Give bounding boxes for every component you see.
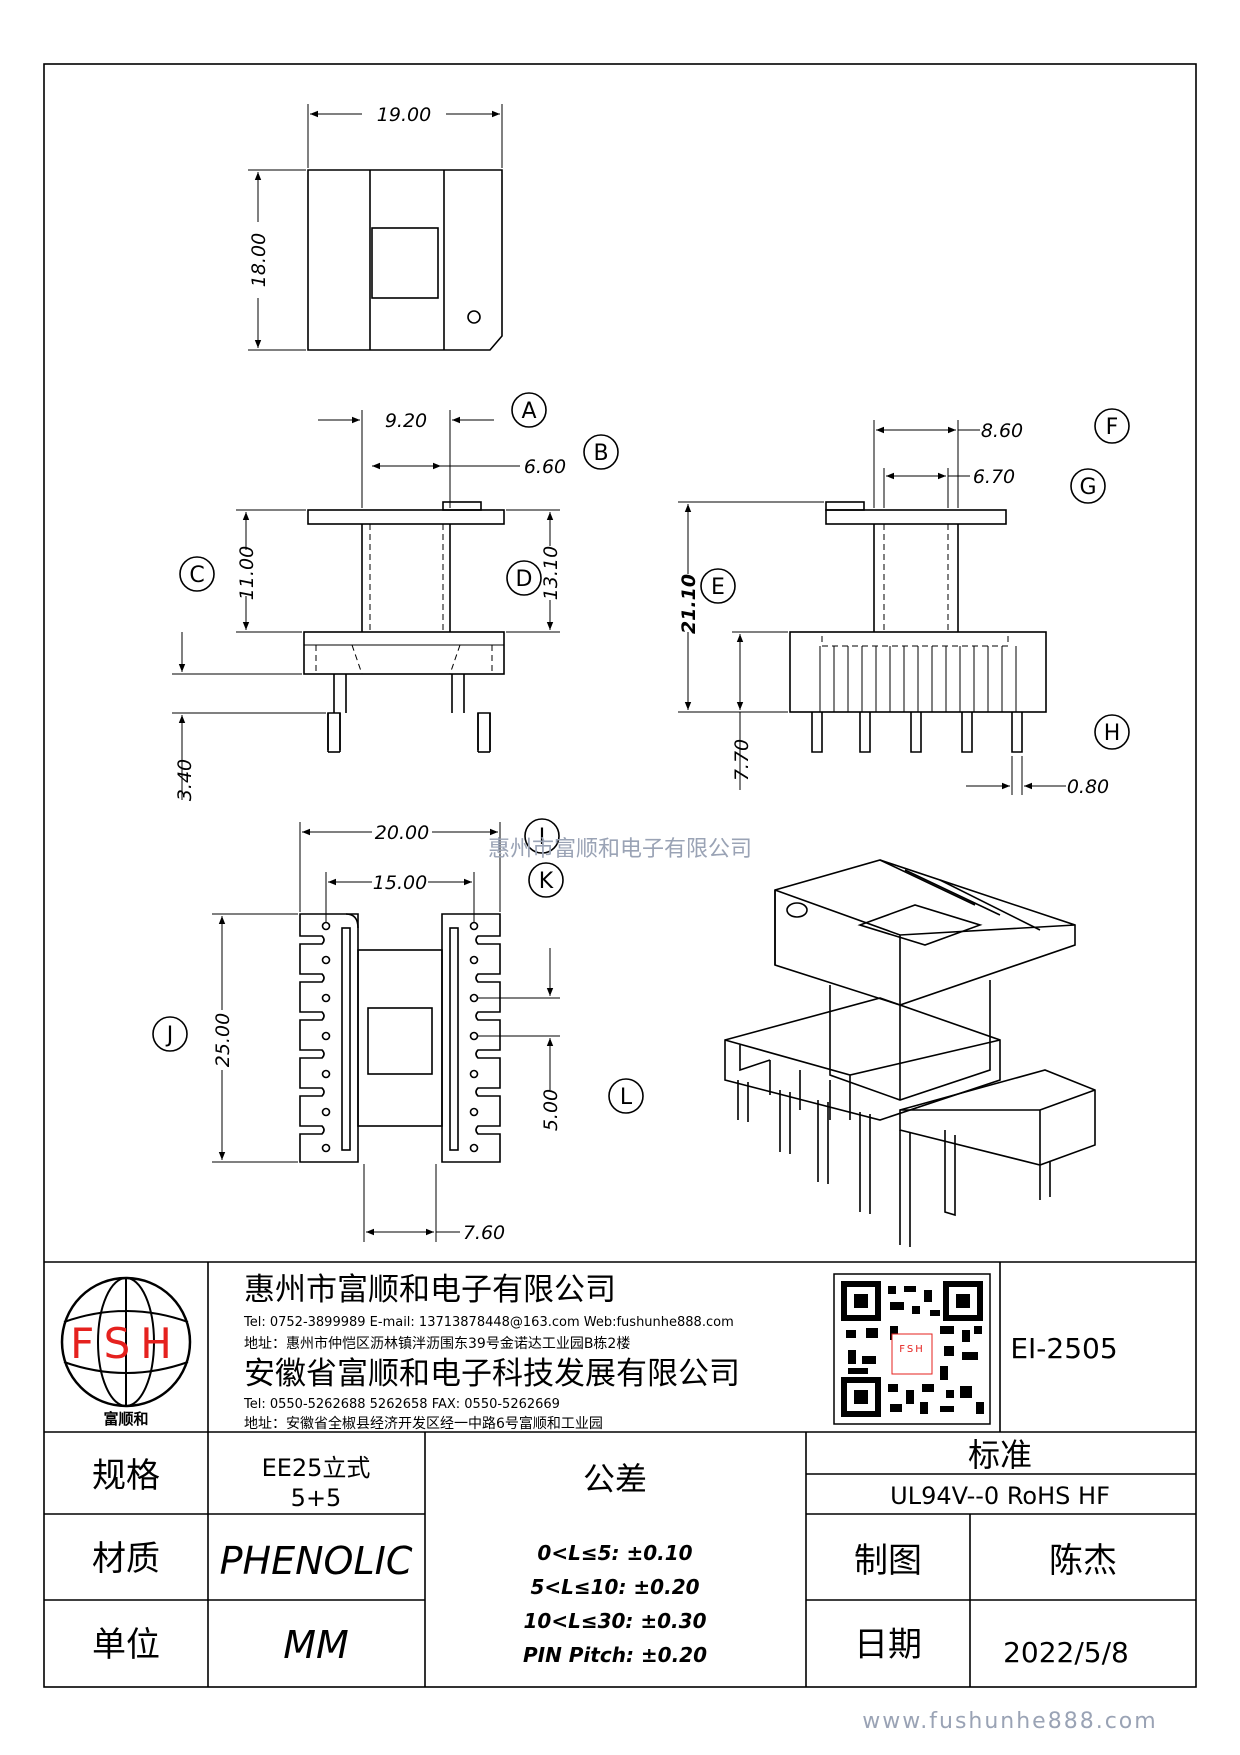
unit-label: 单位 bbox=[92, 1625, 160, 1665]
isometric-view bbox=[724, 859, 1096, 1247]
svg-text:FSH: FSH bbox=[70, 1319, 182, 1368]
standard-label: 标准 bbox=[968, 1436, 1032, 1474]
svg-text:B: B bbox=[593, 441, 608, 466]
qr-code: FSH bbox=[833, 1273, 991, 1425]
dim-top-width: 19.00 bbox=[377, 104, 431, 126]
callout-g: G bbox=[1070, 468, 1106, 504]
side-view: 8.60 6.70 21.10 7.70 0.80 bbox=[678, 420, 1109, 798]
material-value: PHENOLIC bbox=[220, 1539, 413, 1583]
bottom-view: 20.00 15.00 25.00 5.00 7.60 bbox=[212, 822, 562, 1244]
company-contact-1: Tel: 0752-3899989 E-mail: 13713878448@16… bbox=[243, 1315, 734, 1330]
svg-text:I: I bbox=[539, 825, 546, 850]
date-value: 2022/5/8 bbox=[1003, 1636, 1129, 1669]
callout-b: B bbox=[583, 434, 619, 470]
callout-f: F bbox=[1094, 408, 1130, 444]
front-view: 9.20 6.60 11.00 13.10 3.40 bbox=[172, 410, 566, 801]
svg-text:A: A bbox=[521, 399, 536, 424]
tolerance-label: 公差 bbox=[583, 1460, 647, 1498]
date-label: 日期 bbox=[854, 1625, 922, 1665]
callout-e: E bbox=[700, 568, 736, 604]
tolerance-3: 10<L≤30: ±0.30 bbox=[524, 1609, 707, 1633]
dim-front-c: 11.00 bbox=[236, 546, 258, 600]
company-contact-2: Tel: 0550-5262688 5262658 FAX: 0550-5262… bbox=[243, 1397, 560, 1412]
dim-side-g: 6.70 bbox=[973, 466, 1015, 488]
svg-text:F: F bbox=[1106, 415, 1119, 440]
logo-caption: 富顺和 bbox=[103, 1410, 148, 1428]
standard-value: UL94V--0 RoHS HF bbox=[890, 1482, 1110, 1510]
title-block: FSH 富顺和 惠州市富顺和电子有限公司 Tel: 0752-3899989 E… bbox=[44, 1261, 1196, 1687]
qr-logo-text: FSH bbox=[899, 1344, 924, 1355]
svg-text:C: C bbox=[189, 563, 204, 588]
company-name-2: 安徽省富顺和电子科技发展有限公司 bbox=[244, 1356, 740, 1392]
svg-text:D: D bbox=[516, 567, 533, 592]
tolerance-2: 5<L≤10: ±0.20 bbox=[530, 1575, 699, 1599]
callout-d: D bbox=[506, 560, 542, 596]
drawn-label: 制图 bbox=[854, 1541, 922, 1581]
spec-value-1: EE25立式 bbox=[262, 1454, 371, 1482]
dim-side-e: 21.10 bbox=[678, 574, 700, 634]
dim-bottom-l: 7.60 bbox=[463, 1222, 505, 1244]
dim-front-a: 9.20 bbox=[385, 410, 427, 432]
unit-value: MM bbox=[283, 1623, 349, 1667]
part-number: EI-2505 bbox=[1010, 1332, 1117, 1365]
watermark-footer: www.fushunhe888.com bbox=[862, 1709, 1157, 1734]
company-address-2: 地址：安徽省全椒县经济开发区经一中路6号富顺和工业园 bbox=[244, 1415, 603, 1432]
spec-value-2: 5+5 bbox=[291, 1484, 342, 1512]
svg-text:J: J bbox=[165, 1023, 174, 1048]
callout-c: C bbox=[179, 556, 215, 592]
dim-bottom-k: 15.00 bbox=[373, 872, 427, 894]
dim-front-d: 13.10 bbox=[540, 546, 562, 600]
callout-l: L bbox=[608, 1078, 644, 1114]
tolerance-1: 0<L≤5: ±0.10 bbox=[537, 1541, 692, 1565]
material-label: 材质 bbox=[92, 1539, 160, 1579]
callouts: A B C D E F G H I K J L bbox=[152, 392, 1130, 1114]
dim-bottom-j: 25.00 bbox=[212, 1013, 234, 1067]
watermark-center: 惠州市富顺和电子有限公司 bbox=[488, 837, 752, 862]
callout-j: J bbox=[152, 1016, 188, 1052]
dim-side-h: 0.80 bbox=[1067, 776, 1109, 798]
drawing-frame bbox=[43, 63, 1197, 1688]
dim-side-base: 7.70 bbox=[731, 739, 753, 781]
svg-text:E: E bbox=[711, 575, 725, 600]
dim-bottom-i: 20.00 bbox=[375, 822, 429, 844]
tolerance-4: PIN Pitch: ±0.20 bbox=[523, 1643, 707, 1667]
top-view: 19.00 18.00 bbox=[248, 104, 503, 351]
dim-front-pin: 3.40 bbox=[174, 759, 196, 801]
dim-side-f: 8.60 bbox=[981, 420, 1023, 442]
svg-text:L: L bbox=[620, 1085, 633, 1110]
spec-label: 规格 bbox=[92, 1456, 160, 1496]
company-name-1: 惠州市富顺和电子有限公司 bbox=[244, 1272, 616, 1308]
callout-h: H bbox=[1094, 714, 1130, 750]
callout-k: K bbox=[528, 862, 564, 898]
svg-text:K: K bbox=[539, 869, 554, 894]
dim-front-b: 6.60 bbox=[524, 456, 566, 478]
callout-i: I bbox=[524, 818, 560, 854]
company-logo: FSH 富顺和 bbox=[60, 1276, 192, 1428]
drawn-value: 陈杰 bbox=[1049, 1541, 1117, 1581]
company-address-1: 地址：惠州市仲恺区沥林镇泮沥围东39号金诺达工业园B栋2楼 bbox=[244, 1335, 630, 1352]
svg-text:H: H bbox=[1104, 721, 1121, 746]
dim-bottom-pitch: 5.00 bbox=[540, 1089, 562, 1131]
dim-top-height: 18.00 bbox=[248, 233, 270, 287]
svg-text:G: G bbox=[1079, 475, 1096, 500]
callout-a: A bbox=[511, 392, 547, 428]
